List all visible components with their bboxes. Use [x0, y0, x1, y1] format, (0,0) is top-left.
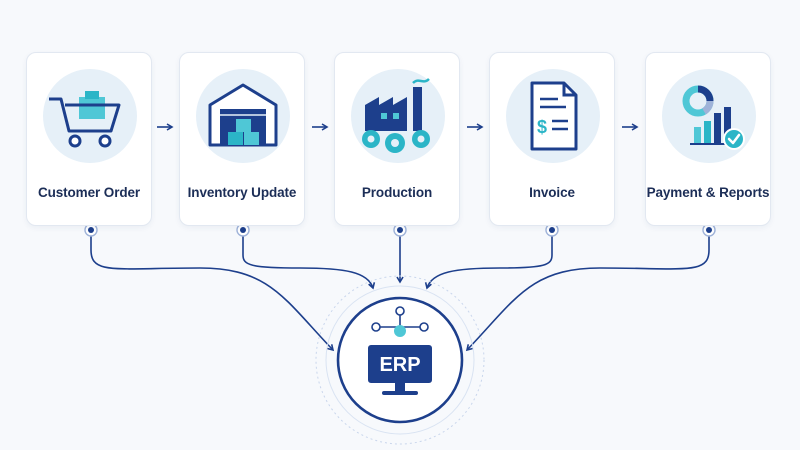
step-label: Customer Order	[37, 185, 141, 200]
warehouse-icon	[208, 83, 278, 147]
step-card-customer-order: Customer Order	[26, 52, 152, 226]
step-label: Invoice	[529, 185, 575, 200]
connector-inventory-update	[242, 236, 376, 290]
donut-chart-icon	[682, 85, 714, 117]
gear-icon	[362, 130, 430, 153]
step-label: Production	[361, 185, 433, 200]
step-card-production: Production	[334, 52, 460, 226]
report-chart-icon	[682, 85, 745, 150]
erp-monitor-icon	[368, 345, 432, 395]
dollar-sign-icon: $	[537, 117, 547, 137]
step-label: Payment & Reports	[646, 185, 770, 200]
factory-icon	[362, 78, 430, 153]
connector-dot	[393, 223, 407, 237]
invoice-icon: $	[530, 81, 578, 151]
step-label: Inventory Update	[187, 185, 297, 200]
connector-payment-reports	[465, 236, 710, 352]
connector-customer-order	[90, 236, 335, 352]
step-card-inventory-update: Inventory Update	[179, 52, 305, 226]
erp-label: ERP	[379, 354, 420, 376]
connector-invoice	[424, 236, 553, 290]
checkmark-icon	[723, 128, 745, 150]
step-card-payment-reports: Payment & Reports	[645, 52, 771, 226]
connector-dots	[84, 223, 716, 237]
connector-dot	[84, 223, 98, 237]
step-card-invoice: $ Invoice	[489, 52, 615, 226]
erp-hub: ERP	[315, 275, 485, 445]
connector-dot	[545, 223, 559, 237]
erp-network-icon	[371, 306, 429, 337]
shopping-cart-icon	[49, 91, 121, 148]
hub-connectors	[90, 236, 710, 352]
